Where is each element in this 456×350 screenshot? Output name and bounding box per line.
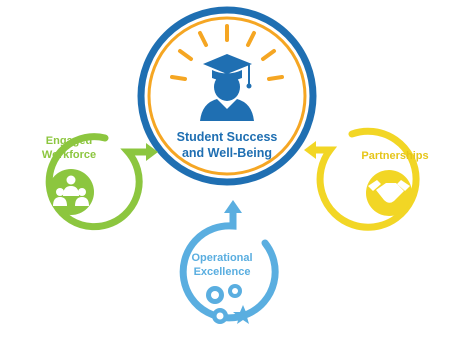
- center-title-line2: and Well-Being: [182, 146, 272, 160]
- sun-rays-icon: [170, 24, 284, 81]
- operational-arrowhead-icon: [224, 200, 242, 213]
- partnerships-node: Partnerships: [304, 127, 429, 231]
- center-outer-ring: [137, 6, 317, 186]
- people-icon: [48, 169, 94, 215]
- partnerships-label: Partnerships: [361, 150, 428, 162]
- center-node: Student Success and Well-Being: [137, 6, 317, 186]
- operational-loop-arrow: [179, 206, 279, 322]
- engaged-arrowhead-icon: [146, 143, 158, 161]
- operational-label-line1: Operational: [191, 252, 252, 264]
- operational-label-line2: Excellence: [194, 266, 251, 278]
- operational-excellence-node: Operational Excellence: [179, 200, 279, 324]
- engaged-workforce-node: Engaged Workforce: [42, 133, 158, 231]
- engaged-label-line2: Workforce: [42, 149, 96, 161]
- gears-icon: [206, 284, 253, 324]
- engaged-loop-arrow: [45, 133, 154, 231]
- partnerships-arrowhead-icon: [304, 141, 316, 159]
- center-title-line1: Student Success: [177, 130, 278, 144]
- engaged-label-line1: Engaged: [46, 135, 92, 147]
- graduate-icon: [200, 54, 254, 121]
- partnerships-loop-arrow: [308, 127, 420, 231]
- handshake-icon: [366, 170, 412, 216]
